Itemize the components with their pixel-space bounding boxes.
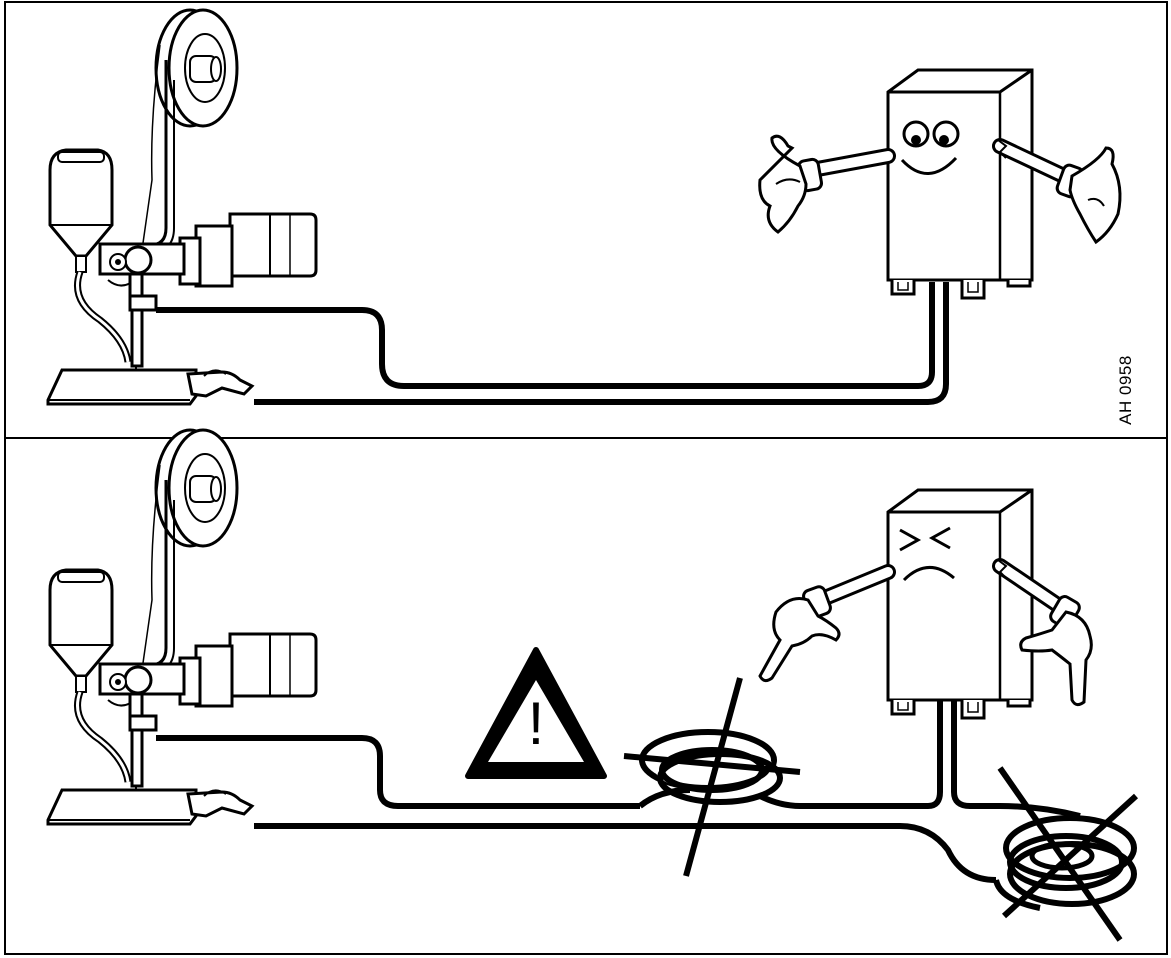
figure-code-label: AH 0958 — [1116, 355, 1135, 425]
warning-symbol: ! — [527, 690, 545, 757]
cable-coil-welding-side — [623, 677, 801, 877]
cross-mark — [683, 677, 743, 877]
cable-coil-power-source-side — [993, 766, 1139, 942]
cross-mark — [1001, 793, 1139, 919]
cables-bottom — [156, 700, 1081, 883]
warning-triangle-icon — [465, 647, 607, 779]
figure-border — [4, 1, 1168, 955]
cross-mark — [623, 753, 801, 775]
cross-mark — [997, 766, 1123, 942]
happy-power-source-icon — [758, 68, 1122, 300]
welding-head-bottom — [48, 430, 316, 824]
unhappy-power-source-icon — [758, 488, 1093, 720]
bottom-scene — [48, 430, 1139, 942]
top-scene — [48, 10, 1122, 405]
cables-top — [156, 282, 949, 405]
welding-head-top — [48, 10, 316, 404]
